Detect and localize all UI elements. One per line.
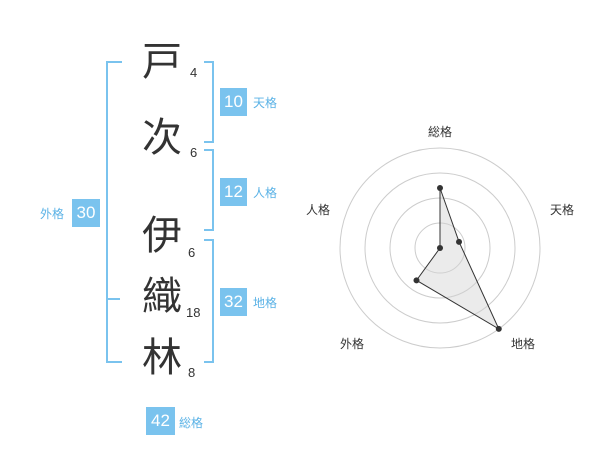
tenkaku-bracket (204, 61, 214, 143)
radar-axis-label-soukaku: 総格 (428, 125, 453, 139)
radar-point-3 (495, 325, 502, 332)
chikaku-label: 地格 (253, 296, 278, 310)
stroke-count-3: 6 (188, 245, 196, 260)
soukaku-value: 42 (146, 407, 175, 435)
gaikaku-bracket (106, 61, 122, 363)
name-char-4: 織 (142, 274, 182, 320)
tenkaku-value: 10 (220, 88, 247, 116)
radar-axis-label-gaikaku: 外格 (340, 337, 365, 351)
stroke-count-4: 18 (186, 305, 201, 320)
radar-point-1 (437, 185, 443, 191)
radar-ring (364, 172, 516, 324)
gaikaku-value: 30 (72, 199, 100, 227)
radar-point-4 (413, 277, 420, 284)
chikaku-bracket (204, 239, 214, 363)
stroke-count-5: 8 (188, 365, 196, 380)
gaikaku-bracket-mid (106, 298, 120, 300)
radar-axis-label-chikaku: 地格 (511, 337, 536, 351)
radar-ring (339, 147, 541, 349)
name-char-1: 戸 (142, 39, 182, 85)
jinkaku-label: 人格 (253, 186, 278, 200)
name-char-3: 伊 (142, 213, 182, 259)
name-char-2: 次 (142, 115, 182, 161)
name-char-5: 林 (142, 335, 182, 381)
radar-point-5 (437, 245, 443, 251)
radar-point-2 (456, 238, 463, 245)
chikaku-value: 32 (220, 288, 247, 316)
radar-axis-label-jinkaku: 人格 (306, 203, 331, 217)
radar-axis-label-tenkaku: 天格 (550, 203, 575, 217)
jinkaku-bracket (204, 149, 214, 231)
gaikaku-label: 外格 (40, 207, 65, 221)
jinkaku-value: 12 (220, 178, 247, 206)
stroke-count-2: 6 (190, 145, 198, 160)
tenkaku-label: 天格 (253, 96, 278, 110)
soukaku-label: 総格 (179, 416, 204, 430)
stroke-count-1: 4 (190, 65, 198, 80)
radar-series-area (415, 187, 500, 331)
